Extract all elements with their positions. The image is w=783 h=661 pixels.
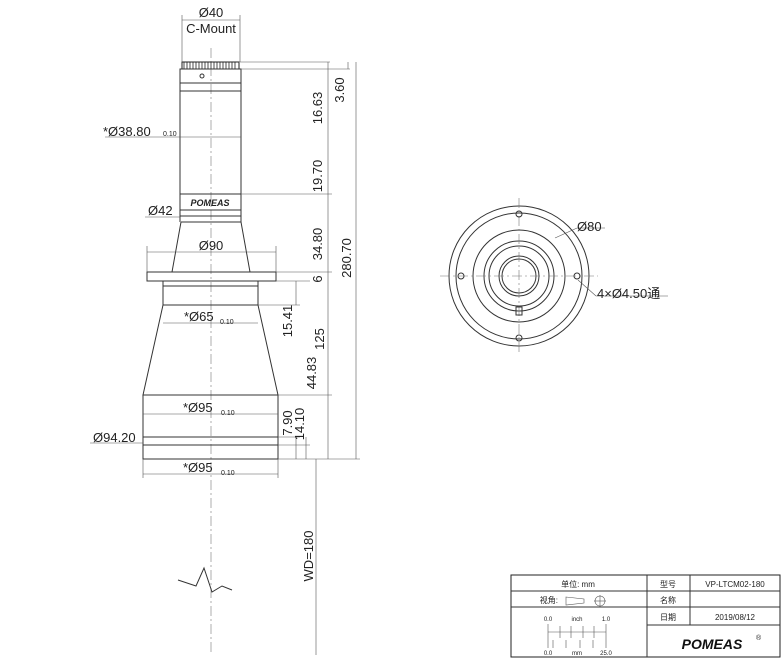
mount-hole bbox=[457, 272, 465, 280]
pomeas-logo: POMEAS bbox=[682, 636, 743, 652]
date-value: 2019/08/12 bbox=[715, 613, 756, 622]
dim-14-10: 14.10 bbox=[292, 408, 307, 441]
dim-wd-180: WD=180 bbox=[301, 531, 316, 582]
dim-d90: Ø90 bbox=[199, 238, 224, 253]
lens-brand: POMEAS bbox=[190, 198, 229, 208]
dim-280-70: 280.70 bbox=[339, 238, 354, 278]
dim-d40: Ø40 bbox=[199, 5, 224, 20]
svg-text:inch: inch bbox=[571, 617, 582, 623]
svg-text:mm: mm bbox=[572, 651, 582, 657]
break-symbol bbox=[177, 566, 233, 593]
lens-front-view: Ø80 4×Ø4.50通 bbox=[440, 198, 668, 354]
model-value: VP-LTCM02-180 bbox=[705, 580, 765, 589]
dim-d95a: *Ø95 bbox=[183, 400, 213, 415]
mount-hole bbox=[573, 272, 581, 280]
dim-16-63: 16.63 bbox=[310, 92, 325, 125]
dim-d80: Ø80 bbox=[577, 219, 602, 234]
lens-tube bbox=[179, 90, 242, 195]
flange bbox=[146, 271, 277, 282]
model-label: 型号 bbox=[660, 580, 676, 589]
name-label: 名称 bbox=[660, 595, 676, 605]
svg-text:0.0: 0.0 bbox=[544, 617, 553, 623]
dim-3-60: 3.60 bbox=[332, 77, 347, 102]
tol-d95a: 0.10 bbox=[221, 410, 235, 417]
label-c-mount: C-Mount bbox=[186, 21, 236, 36]
key-slot bbox=[515, 306, 523, 316]
dim-d42: Ø42 bbox=[148, 203, 173, 218]
mount-hole bbox=[515, 210, 523, 218]
date-label: 日期 bbox=[660, 613, 676, 622]
left-dimensions: *Ø38.80 0.10 Ø42 Ø90 *Ø65 0.10 *Ø95 0.10… bbox=[90, 124, 279, 478]
dim-15-41: 15.41 bbox=[280, 305, 295, 338]
title-block: 单位: mm 型号 VP-LTCM02-180 视角: 名称 日期 2019/0… bbox=[510, 574, 781, 658]
top-dimensions: Ø40 C-Mount bbox=[181, 5, 330, 63]
lens-side-view: POMEAS bbox=[142, 48, 279, 655]
projection-cone-icon bbox=[565, 596, 585, 606]
dim-d95b: *Ø95 bbox=[183, 460, 213, 475]
dim-44-83: 44.83 bbox=[304, 357, 319, 390]
dim-holes: 4×Ø4.50通 bbox=[597, 286, 660, 301]
unit-label: 单位: mm bbox=[561, 579, 595, 589]
view-label: 视角: bbox=[540, 595, 558, 605]
front-ring bbox=[142, 444, 279, 460]
svg-text:25.0: 25.0 bbox=[600, 651, 612, 657]
dim-d9420: Ø94.20 bbox=[93, 430, 136, 445]
logo-registered-mark: ® bbox=[756, 634, 762, 642]
mid-section bbox=[162, 280, 259, 306]
dim-19-70: 19.70 bbox=[310, 160, 325, 193]
dim-125: 125 bbox=[312, 328, 327, 350]
dim-7-90: 7.90 bbox=[280, 410, 295, 435]
right-dimensions: 3.60 16.63 19.70 34.80 6 280.70 15.41 12… bbox=[241, 62, 360, 655]
c-mount-thread bbox=[181, 61, 240, 70]
mount-hole bbox=[515, 334, 523, 342]
scale-ruler: 0.0 inch 1.0 0.0 mm 25.0 bbox=[544, 617, 613, 657]
dim-6: 6 bbox=[310, 275, 325, 282]
tol-d65: 0.10 bbox=[220, 319, 234, 326]
dim-d3880: *Ø38.80 bbox=[103, 124, 151, 139]
dim-d65: *Ø65 bbox=[184, 309, 214, 324]
top-collar bbox=[179, 68, 242, 84]
tol-d95b: 0.10 bbox=[221, 470, 235, 477]
svg-text:0.0: 0.0 bbox=[544, 651, 553, 657]
dim-34-80: 34.80 bbox=[310, 228, 325, 261]
svg-text:1.0: 1.0 bbox=[602, 617, 611, 623]
tol-d3880: 0.10 bbox=[163, 131, 177, 138]
